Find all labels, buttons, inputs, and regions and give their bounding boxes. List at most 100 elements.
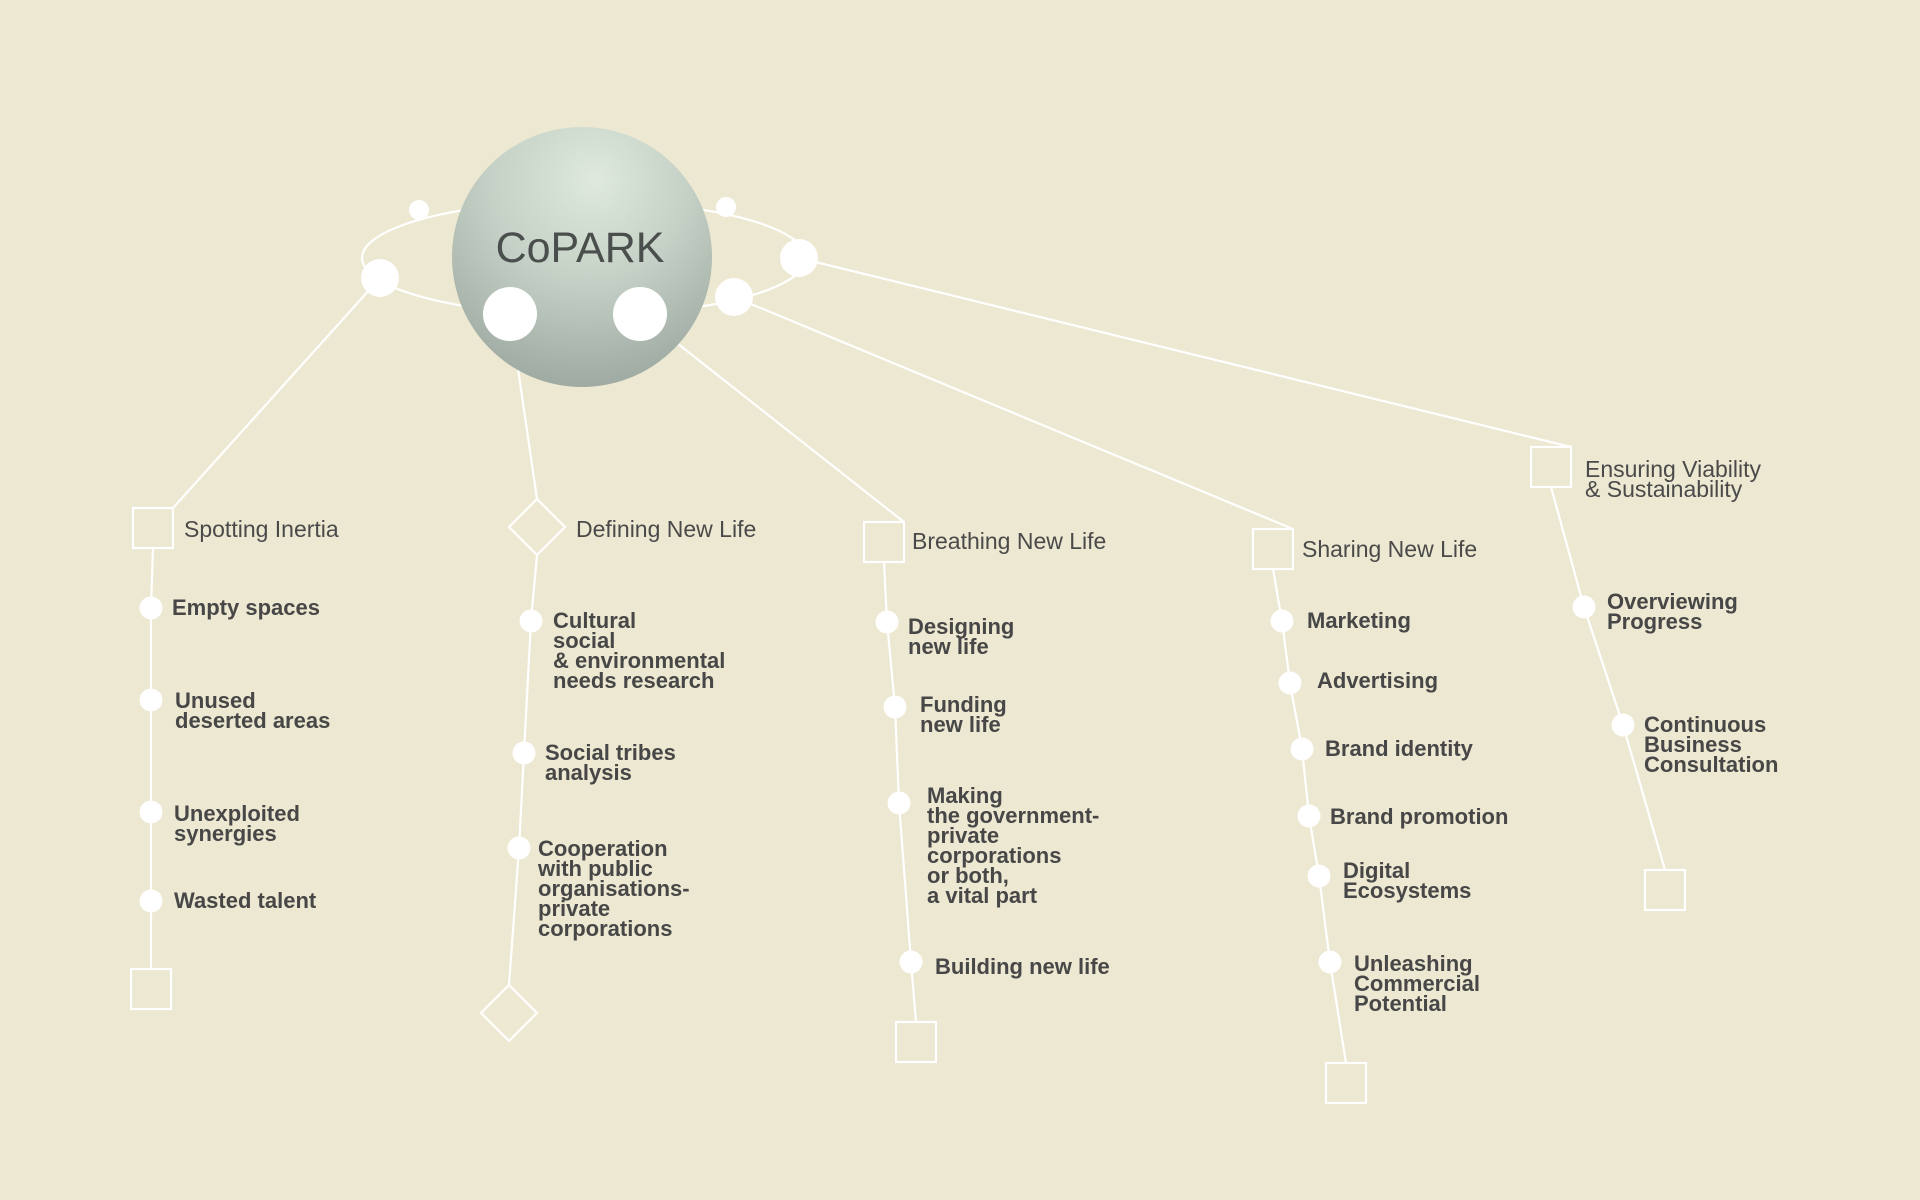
branch-title-line: Spotting Inertia xyxy=(184,516,339,542)
item-label-line: new life xyxy=(908,634,989,659)
branch-title[interactable]: Breathing New Life xyxy=(912,528,1106,554)
item-node[interactable] xyxy=(139,688,163,712)
item-node[interactable] xyxy=(887,791,911,815)
item-node[interactable] xyxy=(1290,737,1314,761)
connector-lines xyxy=(172,256,1572,531)
orbit-dot xyxy=(613,287,667,341)
item-label-line: organisations- xyxy=(538,876,690,901)
item-label-line: Ecosystems xyxy=(1343,878,1471,903)
branch-head-square[interactable] xyxy=(862,520,906,564)
item-node[interactable] xyxy=(875,610,899,634)
item-label-line: Social tribes xyxy=(545,740,676,765)
item-label: Marketing xyxy=(1307,608,1411,633)
item-node[interactable] xyxy=(139,800,163,824)
branch-title[interactable]: Spotting Inertia xyxy=(184,516,339,542)
branch-title-line: Sharing New Life xyxy=(1302,536,1477,562)
hub-node[interactable]: CoPARK xyxy=(360,127,818,387)
branch-ensuring-viability: Ensuring Viability& SustainabilityOvervi… xyxy=(1529,445,1778,912)
item-label-line: Progress xyxy=(1607,609,1702,634)
orbit-dot xyxy=(780,239,818,277)
branch-title-line: Defining New Life xyxy=(576,516,756,542)
item-node[interactable] xyxy=(1611,713,1635,737)
item-label-line: Unused xyxy=(175,688,256,713)
item-node[interactable] xyxy=(883,695,907,719)
item-node[interactable] xyxy=(139,889,163,913)
item-label-line: Funding xyxy=(920,692,1007,717)
orbit-dot xyxy=(361,259,399,297)
item-label-line: Advertising xyxy=(1317,668,1438,693)
item-label-line: Digital xyxy=(1343,858,1410,883)
branch-title-line: Ensuring Viability xyxy=(1585,456,1762,482)
item-node[interactable] xyxy=(507,836,531,860)
branch-end-square[interactable] xyxy=(1324,1061,1368,1105)
item-label-line: with public xyxy=(537,856,653,881)
item-node[interactable] xyxy=(1270,609,1294,633)
item-label-line: Cooperation xyxy=(538,836,668,861)
item-node[interactable] xyxy=(1307,864,1331,888)
branch-end-square[interactable] xyxy=(894,1020,938,1064)
branch-end-square[interactable] xyxy=(129,967,173,1011)
orbit-dot xyxy=(409,200,429,220)
branch-title-line: Breathing New Life xyxy=(912,528,1106,554)
item-label-line: Potential xyxy=(1354,991,1447,1016)
orbit-dot xyxy=(715,278,753,316)
hub-connector xyxy=(733,295,1294,531)
item-label-line: deserted areas xyxy=(175,708,330,733)
hub-title: CoPARK xyxy=(496,224,665,272)
item-label-line: or both, xyxy=(927,863,1009,888)
item-label-line: Designing xyxy=(908,614,1014,639)
item-node[interactable] xyxy=(1318,950,1342,974)
item-label-line: Overviewing xyxy=(1607,589,1738,614)
item-label-line: Brand identity xyxy=(1325,736,1474,761)
branch-head-square[interactable] xyxy=(1529,445,1573,489)
item-label-line: private xyxy=(927,823,999,848)
item-node[interactable] xyxy=(512,741,536,765)
orbit-dot xyxy=(716,197,736,217)
item-label-line: Making xyxy=(927,783,1003,808)
branch-end-diamond[interactable] xyxy=(479,983,539,1043)
branch-sharing-new-life: Sharing New LifeMarketingAdvertisingBran… xyxy=(1251,527,1508,1105)
item-node[interactable] xyxy=(1297,804,1321,828)
item-label-line: & environmental xyxy=(553,648,725,673)
branch-head-square[interactable] xyxy=(1251,527,1295,571)
branch-spine xyxy=(1549,486,1667,871)
item-node[interactable] xyxy=(139,596,163,620)
branch-head-square[interactable] xyxy=(131,506,175,550)
item-label-line: Brand promotion xyxy=(1330,804,1508,829)
item-node[interactable] xyxy=(1278,671,1302,695)
hub-connector xyxy=(798,256,1572,449)
item-label-line: new life xyxy=(920,712,1001,737)
branch-title[interactable]: Ensuring Viability& Sustainability xyxy=(1585,456,1762,502)
item-label-line: needs research xyxy=(553,668,714,693)
branch-title[interactable]: Sharing New Life xyxy=(1302,536,1477,562)
item-label-line: private xyxy=(538,896,610,921)
item-label-line: Marketing xyxy=(1307,608,1411,633)
item-label-line: a vital part xyxy=(927,883,1038,908)
item-node[interactable] xyxy=(519,609,543,633)
item-label-line: corporations xyxy=(538,916,672,941)
branch-head-diamond[interactable] xyxy=(507,497,567,557)
item-label-line: Continuous xyxy=(1644,712,1766,737)
item-node[interactable] xyxy=(1572,595,1596,619)
branch-end-square[interactable] xyxy=(1643,868,1687,912)
orbit-dot xyxy=(483,287,537,341)
item-node[interactable] xyxy=(899,950,923,974)
item-label-line: Building new life xyxy=(935,954,1110,979)
item-label: Building new life xyxy=(935,954,1110,979)
branch-title[interactable]: Defining New Life xyxy=(576,516,756,542)
item-label-line: analysis xyxy=(545,760,632,785)
item-label: Brand promotion xyxy=(1330,804,1508,829)
